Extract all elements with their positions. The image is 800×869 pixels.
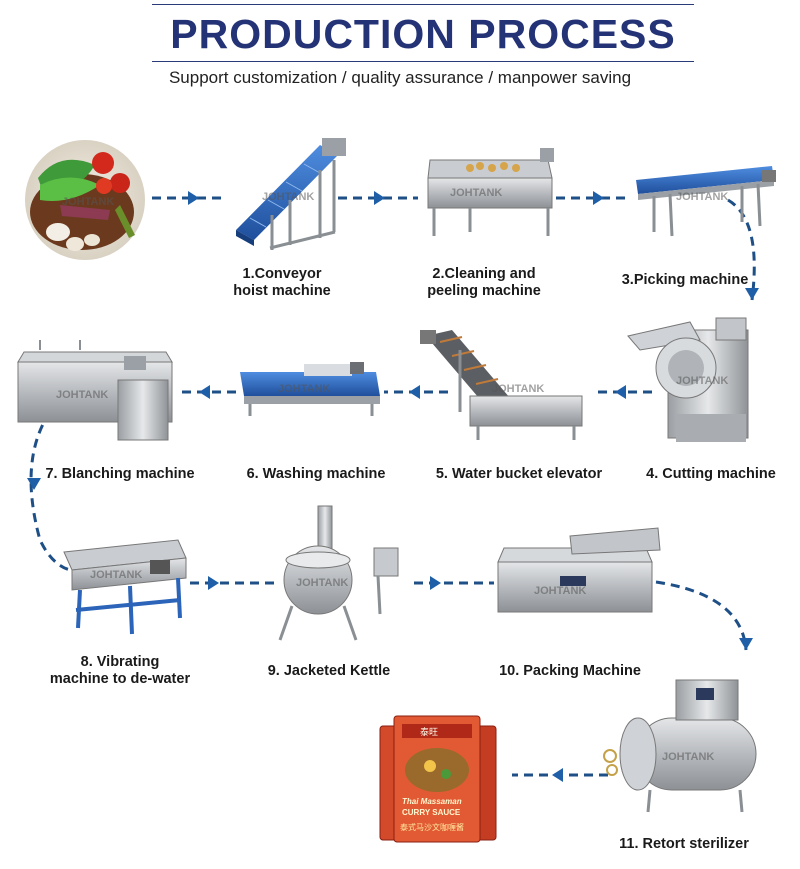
flow-arrow-7-8 (27, 411, 71, 572)
watermark-text: JOHTANK (278, 383, 330, 395)
page-subtitle: Support customization / quality assuranc… (168, 68, 632, 87)
watermark-text: JOHTANK (492, 383, 544, 395)
picking-machine-image: JOHTANK (636, 166, 776, 237)
step-label-10: 10. Packing Machine (499, 663, 641, 679)
flow-arrow-1-2 (338, 191, 418, 205)
product-cjk-line: 泰式马沙文咖喱酱 (400, 822, 464, 832)
step-label-4: 4. Cutting machine (646, 466, 776, 482)
product-brand-text: 泰旺 (420, 726, 438, 738)
jacketed-kettle-image: JOHTANK (278, 505, 399, 641)
flow-arrow-0-1 (152, 191, 222, 205)
washing-machine-image: JOHTANK (240, 362, 380, 416)
title-rule-top (152, 4, 694, 5)
flow-arrow-9-10 (414, 576, 494, 590)
water-bucket-elevator-image: JOHTANK (420, 330, 583, 440)
watermark-text: JOHTANK (62, 196, 114, 208)
blanching-machine-image: JOHTANK (17, 340, 173, 441)
watermark-text: JOHTANK (450, 187, 502, 199)
retort-sterilizer-image: JOHTANK (603, 679, 757, 813)
product-name-line2: CURRY SAUCE (402, 808, 461, 817)
step-label-9: 9. Jacketed Kettle (267, 663, 391, 679)
watermark-text: JOHTANK (676, 375, 728, 387)
step-label-7: 7. Blanching machine (45, 466, 195, 482)
title-block: PRODUCTION PROCESS (152, 0, 694, 64)
flow-arrow-11-product (512, 768, 608, 782)
product-name-line1: Thai Massaman (402, 797, 462, 806)
raw-vegetables-image: JOHTANK (25, 140, 145, 260)
step-label-5: 5. Water bucket elevator (435, 466, 603, 482)
flow-arrow-2-3 (556, 191, 630, 205)
step-label-6: 6. Washing machine (246, 466, 386, 482)
watermark-text: JOHTANK (56, 389, 108, 401)
flow-arrow-5-6 (384, 385, 448, 399)
flow-arrow-4-5 (594, 385, 652, 399)
flow-arrow-10-11 (655, 580, 753, 651)
flow-arrow-6-7 (178, 385, 236, 399)
conveyor-hoist-machine-image: JOHTANK (236, 138, 346, 250)
packing-machine-image: JOHTANK (497, 527, 661, 613)
step-label-3: 3.Picking machine (621, 272, 749, 288)
page-title: PRODUCTION PROCESS (170, 11, 676, 57)
curry-sauce-pouches-image: 泰旺 Thai Massaman CURRY SAUCE 泰式马沙文咖喱酱 (379, 715, 497, 843)
watermark-text: JOHTANK (296, 577, 348, 589)
flow-arrow-3-4 (727, 198, 759, 301)
title-rule-bottom (152, 61, 694, 62)
cleaning-peeling-machine-image: JOHTANK (427, 148, 554, 236)
vibrating-dewater-machine-image: JOHTANK (63, 539, 187, 635)
flow-arrow-8-9 (190, 576, 274, 590)
watermark-text: JOHTANK (534, 585, 586, 597)
watermark-text: JOHTANK (90, 569, 142, 581)
watermark-text: JOHTANK (662, 751, 714, 763)
step-label-11: 11. Retort sterilizer (619, 836, 749, 852)
cutting-machine-image: JOHTANK (627, 317, 749, 442)
watermark-text: JOHTANK (676, 191, 728, 203)
watermark-text: JOHTANK (262, 191, 314, 203)
